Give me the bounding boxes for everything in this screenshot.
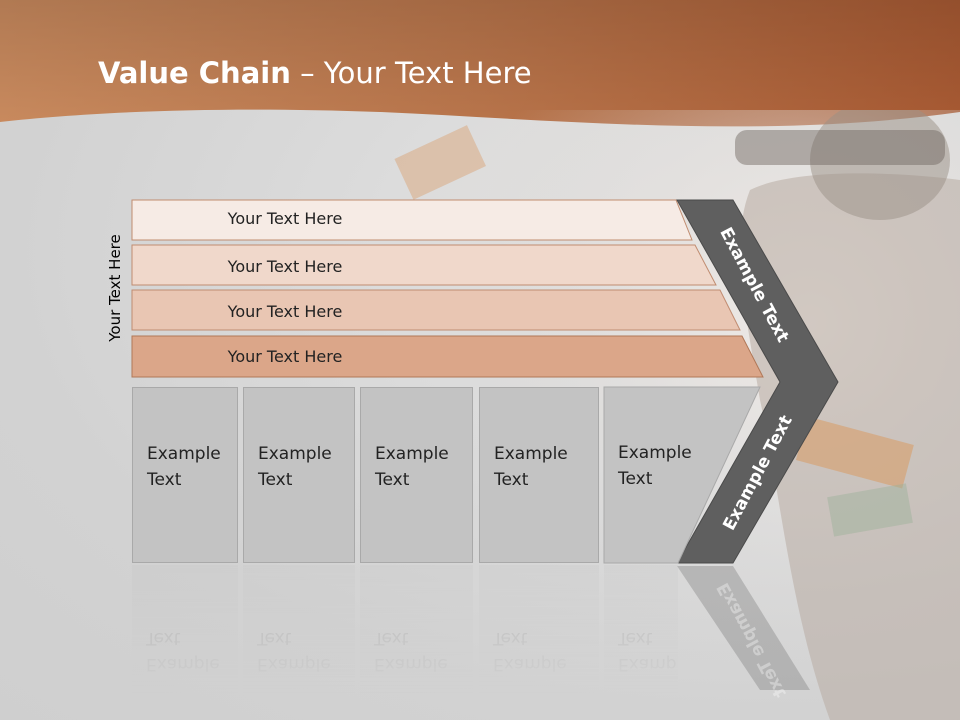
box-4-line2: Text bbox=[494, 470, 529, 490]
box-2-line2: Text bbox=[258, 470, 293, 490]
bar-shape-4 bbox=[131, 335, 764, 378]
box-5-line1: Example bbox=[618, 443, 692, 463]
bar-label-2: Your Text Here bbox=[227, 257, 343, 276]
header-band bbox=[0, 0, 960, 127]
title-bold: Value Chain bbox=[98, 56, 291, 90]
page-title: Value Chain – Your Text Here bbox=[98, 56, 532, 90]
bar-label-3: Your Text Here bbox=[227, 302, 343, 321]
chevron-arrow bbox=[676, 199, 839, 564]
box-1-line1: Example bbox=[147, 444, 221, 464]
bar-shape-2 bbox=[131, 244, 717, 286]
chevron-reflection bbox=[677, 566, 810, 690]
bar-label-1: Your Text Here bbox=[227, 209, 343, 228]
box-1-line2: Text bbox=[147, 470, 182, 490]
box-3-line1: Example bbox=[375, 444, 449, 464]
box-2-line1: Example bbox=[258, 444, 332, 464]
box-3-line2: Text bbox=[375, 470, 410, 490]
bar-label-4: Your Text Here bbox=[227, 347, 343, 366]
box-5-line2: Text bbox=[618, 469, 653, 489]
bar-shape-3 bbox=[131, 289, 741, 331]
box-5-shape bbox=[603, 386, 761, 564]
title-rest: – Your Text Here bbox=[290, 56, 532, 90]
box-4-line1: Example bbox=[494, 444, 568, 464]
bar-shape-1 bbox=[131, 199, 693, 241]
